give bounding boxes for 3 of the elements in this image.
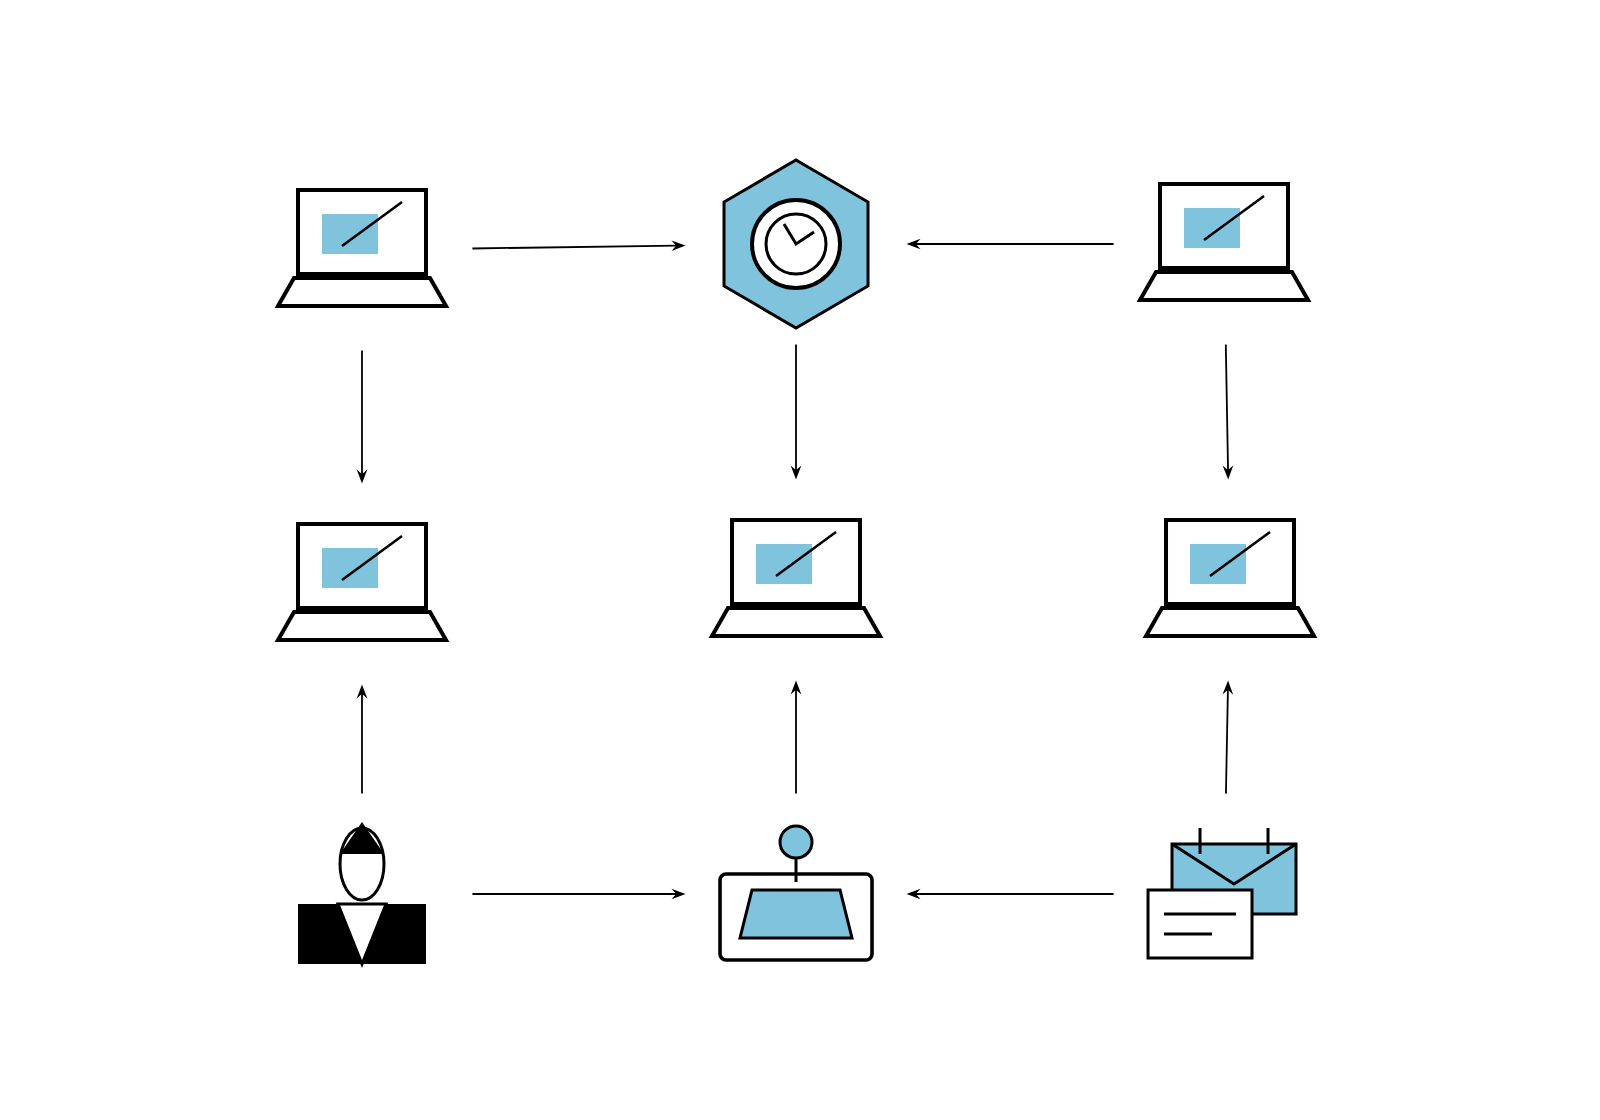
clock-icon [722,158,870,330]
calendar-icon [1146,826,1298,960]
tablet-icon [718,824,874,962]
